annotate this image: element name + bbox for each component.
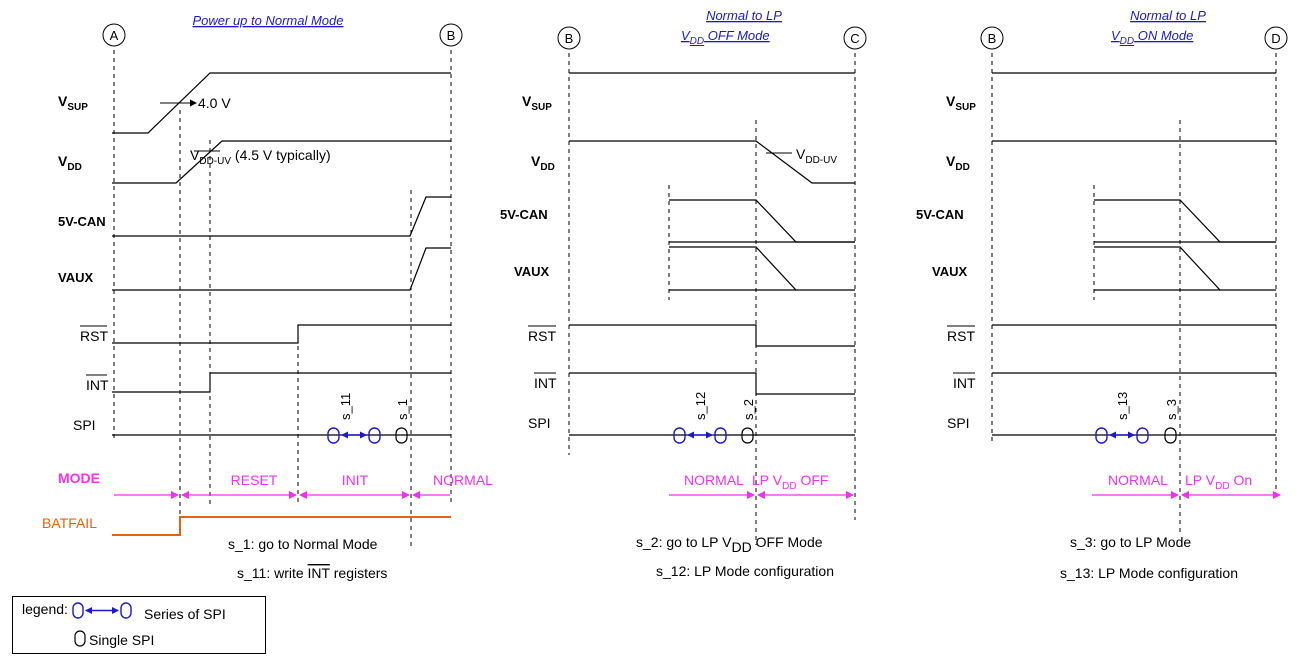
diagram2-spi-series: s_12 s_2 [673,392,756,444]
svg-text:Normal to LP: Normal to LP [1130,8,1206,23]
marker-d: D [1271,31,1280,46]
svg-text:s_3: s_3 [1164,399,1179,420]
svg-text:s_13: s_13 [1115,392,1130,420]
wave-int [112,372,451,393]
diagram3-spi-series: s_13 s_3 [1095,392,1179,444]
marker-a-circle [102,23,126,47]
label-vdd: VDD [58,153,82,173]
spi-single-icon [74,630,86,647]
label-mode: MODE [58,470,100,486]
svg-text:VAUX: VAUX [932,264,967,279]
diagram3-waveforms [992,72,1276,436]
svg-text:VSUP: VSUP [946,93,976,113]
diagram2-title-line1: Normal to LP [706,8,782,23]
diagram2-waveforms [569,72,855,436]
diagram3-mode-labels: NORMAL LP VDD On [1108,472,1252,492]
svg-text:VAUX: VAUX [514,264,549,279]
legend: legend: Series of SPI Single SPI [12,596,266,654]
svg-text:s_2: s_2 [741,399,756,420]
legend-single-label: Single SPI [89,632,155,648]
marker-c: C [850,31,859,46]
legend-title: legend: [22,601,68,617]
diagram3-digital-labels: RST INT SPI [947,325,976,431]
svg-text:INT: INT [534,375,557,391]
svg-text:s_12: s_12 [693,392,708,420]
svg-text:VDD: VDD [531,153,555,173]
diagram1-note-s1: s_1: go to Normal Mode [228,536,378,552]
diagram2-digital-labels: RST INT SPI [528,325,557,431]
label-spi: SPI [73,417,96,433]
svg-text:INT: INT [953,375,976,391]
svg-text:RST: RST [528,328,556,344]
mode-init: INIT [342,472,369,488]
svg-text:5V-CAN: 5V-CAN [916,207,964,222]
mode-reset: RESET [231,472,278,488]
svg-text:VDD: VDD [946,153,970,173]
diagram2-note-s12: s_12: LP Mode configuration [656,563,834,579]
marker-b: B [447,28,456,43]
mode-normal: NORMAL [433,472,493,488]
wave-vdd [112,140,451,184]
diagram2-mode-labels: NORMAL LP VDD OFF [684,472,828,492]
wave-vaux [112,247,451,291]
spi-single-frame [395,427,408,444]
wave-rst [112,324,451,344]
diagram-lp-vdd-off: Normal to LP VDD OFF Mode B C VSUP VDD 5… [500,8,867,579]
spi-frame-start [327,427,340,444]
annot-vdd: VDD-UV (4.5 V typically) [190,147,331,167]
diagram1-digital-labels: RST INT SPI MODE BATFAIL [42,325,109,531]
diagram2-title-line2: VDD OFF Mode [681,28,770,47]
diagram1-time-markers [113,50,452,550]
diagram1-note-s11: s_11: write INT registers [237,565,387,581]
diagram3-note-s3: s_3: go to LP Mode [1070,534,1191,550]
svg-text:SPI: SPI [947,415,970,431]
svg-text:RST: RST [947,328,975,344]
diagram1-mode-labels: RESET INIT NORMAL [231,472,494,488]
diagram2-signal-labels: VSUP VDD 5V-CAN VAUX [500,93,555,279]
marker-b-circle [439,23,463,47]
legend-series-label: Series of SPI [144,606,226,622]
label-vaux: VAUX [58,270,93,285]
diagram1-waveforms [112,72,451,436]
diagram1-spi-series: s_11 s_1 [327,393,410,444]
diagram-lp-vdd-on: Normal to LP VDD ON Mode B D VSUP VDD 5V… [916,8,1288,581]
diagram3-note-s13: s_13: LP Mode configuration [1060,565,1238,581]
svg-text:VDD ON Mode: VDD ON Mode [1111,28,1193,47]
marker-b2: B [565,31,574,46]
label-5v-can: 5V-CAN [58,214,106,229]
diagram3-signal-labels: VSUP VDD 5V-CAN VAUX [916,93,976,279]
svg-text:NORMAL: NORMAL [684,472,744,488]
svg-text:LP VDD On: LP VDD On [1185,472,1252,492]
diagram2-note-s2: s_2: go to LP VDD OFF Mode [636,534,823,555]
marker-a: A [110,28,119,43]
label-batfail: BATFAIL [42,515,97,531]
spi-label-s1: s_1 [395,399,410,420]
label-int: INT [86,377,109,393]
diagram2-annot-vdd: VDD-UV [796,146,837,166]
wave-5v-can [112,196,451,237]
diagram3-time-markers [991,53,1277,535]
svg-text:5V-CAN: 5V-CAN [500,207,548,222]
svg-text:VSUP: VSUP [522,93,552,113]
diagram-power-up: Power up to Normal Mode A B VSUP VDD 5V-… [42,13,493,581]
label-vsup: VSUP [58,93,88,113]
label-rst: RST [80,328,108,344]
svg-text:NORMAL: NORMAL [1108,472,1168,488]
diagram1-signal-labels: VSUP VDD 5V-CAN VAUX [58,93,106,285]
marker-b3: B [988,31,997,46]
svg-text:LP VDD OFF: LP VDD OFF [752,472,828,492]
diagram1-title: Power up to Normal Mode [192,13,343,28]
wave-batfail [112,516,451,536]
annot-vsup: 4.0 V [198,95,231,111]
spi-series-icon [72,602,132,619]
spi-label-s11: s_11 [338,393,353,420]
spi-frame-end [368,427,381,444]
svg-text:SPI: SPI [528,415,551,431]
